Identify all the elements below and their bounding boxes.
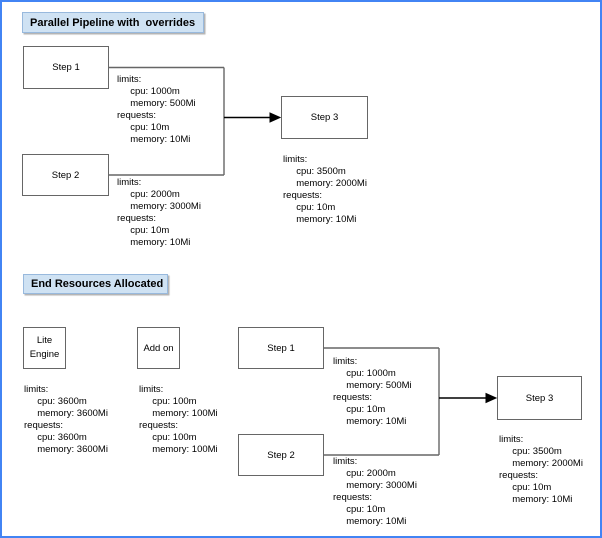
- node-bottom-step2: Step 2: [238, 434, 324, 476]
- node-bottom-step2-label: Step 2: [267, 449, 295, 461]
- resources-top-step3: limits: cpu: 3500m memory: 2000Mi reques…: [283, 154, 367, 225]
- resources-top-step1: limits: cpu: 1000m memory: 500Mi request…: [117, 74, 196, 145]
- section-title-parallel-pipeline: Parallel Pipeline with overrides: [22, 12, 204, 33]
- node-bottom-step1-label: Step 1: [267, 342, 295, 354]
- resources-bottom-step2: limits: cpu: 2000m memory: 3000Mi reques…: [333, 456, 417, 527]
- node-bottom-step3-label: Step 3: [525, 392, 554, 404]
- resources-bottom-step1: limits: cpu: 1000m memory: 500Mi request…: [333, 356, 412, 427]
- section-title-end-resources: End Resources Allocated: [23, 274, 168, 294]
- node-lite-engine-label: Lite Engine: [29, 335, 60, 360]
- node-addon-label: Add on: [143, 342, 174, 354]
- node-top-step2: Step 2: [22, 154, 109, 196]
- arrowhead-bottom-icon: [485, 392, 498, 404]
- node-top-step3: Step 3: [281, 96, 368, 139]
- resources-bottom-step3: limits: cpu: 3500m memory: 2000Mi reques…: [499, 434, 583, 505]
- node-lite-engine: Lite Engine: [23, 327, 66, 369]
- node-top-step1-label: Step 1: [52, 62, 80, 73]
- node-top-step3-label: Step 3: [310, 112, 339, 123]
- arrowhead-top-icon: [269, 112, 282, 123]
- node-top-step1: Step 1: [23, 46, 109, 89]
- node-bottom-step3: Step 3: [497, 376, 582, 420]
- node-top-step2-label: Step 2: [51, 169, 80, 181]
- resources-lite-engine: limits: cpu: 3600m memory: 3600Mi reques…: [24, 384, 108, 455]
- node-bottom-step1: Step 1: [238, 327, 324, 369]
- node-addon: Add on: [137, 327, 180, 369]
- resources-top-step2: limits: cpu: 2000m memory: 3000Mi reques…: [117, 177, 201, 248]
- resources-addon: limits: cpu: 100m memory: 100Mi requests…: [139, 384, 218, 455]
